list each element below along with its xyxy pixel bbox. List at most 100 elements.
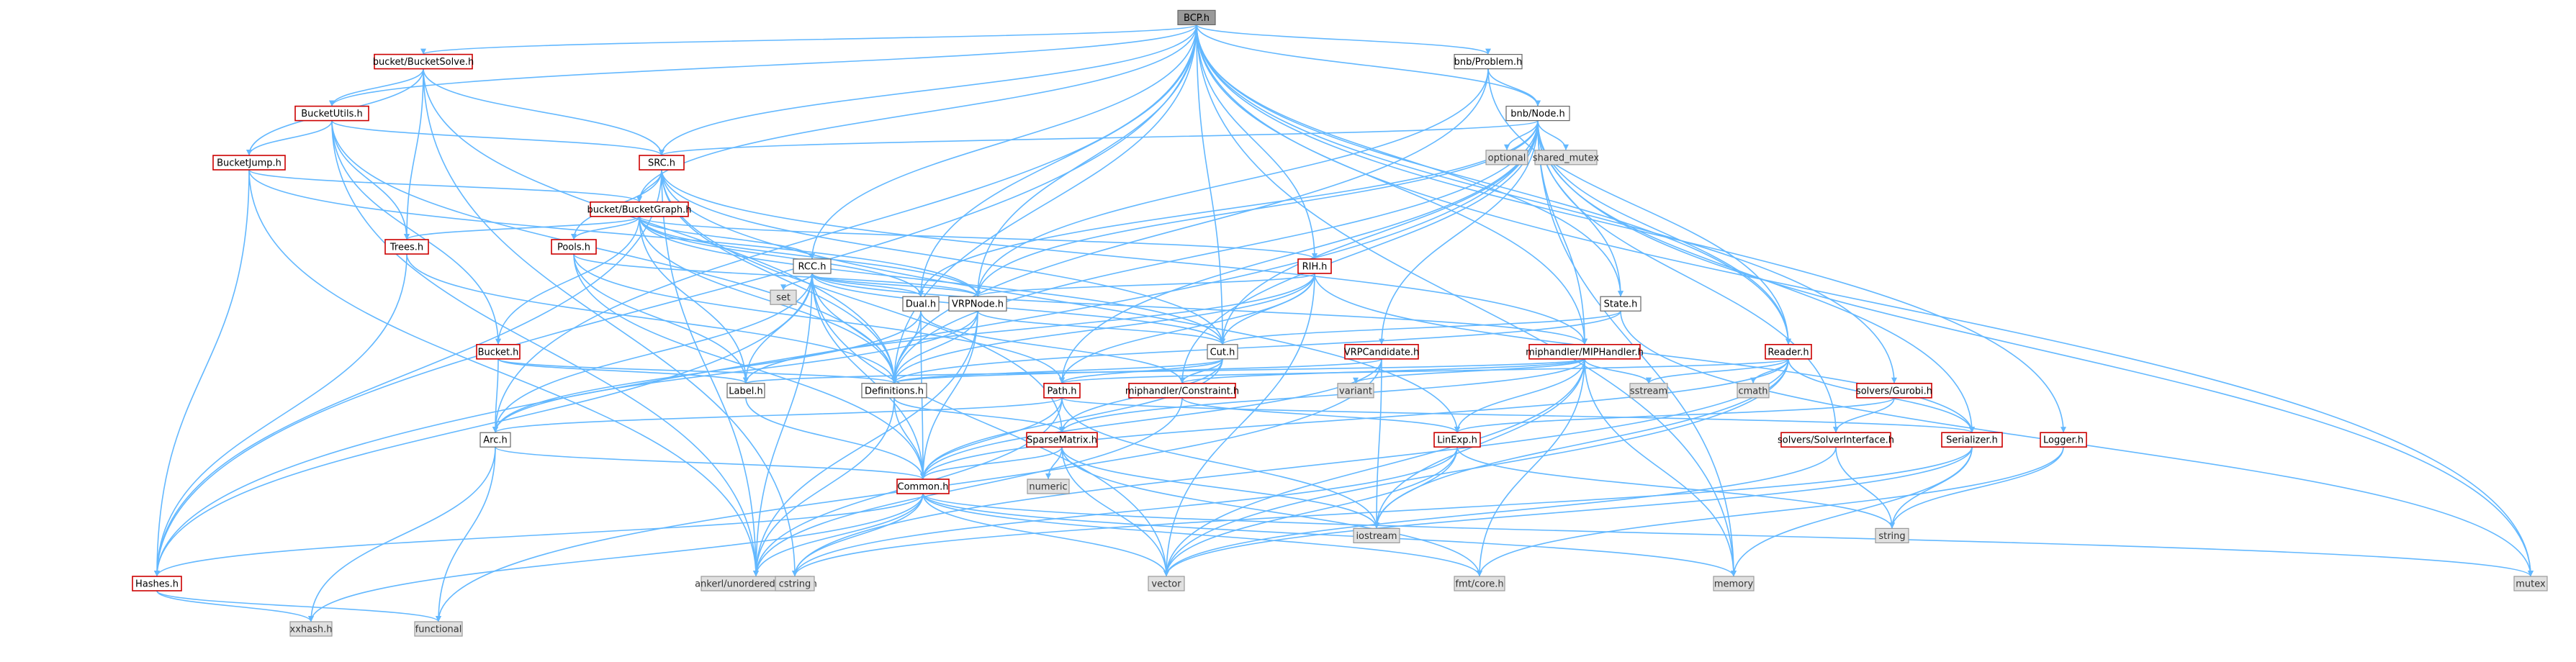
node-linexp[interactable]: LinExp.h: [1433, 432, 1481, 448]
edge-bucketgraph-to-vrpnode: [639, 216, 978, 297]
node-label-pools: Pools.h: [557, 242, 590, 253]
arrowhead-common-to-ankerl: [753, 571, 759, 576]
edge-bucketjump-to-bucketgraph: [248, 169, 640, 203]
node-trees[interactable]: Trees.h: [384, 239, 429, 255]
node-definitions[interactable]: Definitions.h: [861, 383, 927, 399]
node-label-fmtcore: fmt/core.h: [1455, 579, 1503, 590]
edge-miphandler-to-label: [745, 358, 1585, 384]
arrowhead-miphandler-to-label: [743, 377, 749, 384]
node-box-bnbproblem: [1454, 53, 1523, 70]
edge-bcp-to-bucketsolve: [423, 24, 1197, 55]
node-cmath: cmath: [1737, 383, 1770, 399]
edge-bcp-to-logger: [1196, 24, 2064, 433]
arrowhead-rcc-to-miphandler: [1582, 338, 1588, 345]
node-box-dual: [902, 296, 940, 312]
node-iostream: iostream: [1353, 527, 1400, 544]
node-label-constraint: miphandler/Constraint.h: [1125, 386, 1239, 396]
arrowhead-miphandler-to-constraint: [1179, 377, 1185, 384]
node-label-vector: vector: [1151, 579, 1181, 590]
node-gurobi[interactable]: solvers/Gurobi.h: [1856, 382, 1932, 399]
arrowhead-bnbnode-to-shared_mutex: [1563, 144, 1569, 150]
edge-bnbnode-to-mutex: [1537, 120, 2531, 577]
node-rcc[interactable]: RCC.h: [793, 258, 832, 274]
node-label-bnbproblem: bnb/Problem.h: [1454, 57, 1523, 68]
arrowhead-bcp-to-bucketsolve: [420, 48, 426, 55]
edge-cut-to-common: [922, 358, 1223, 480]
edge-bucketsolve-to-cstring: [423, 68, 796, 577]
node-vector: vector: [1148, 576, 1185, 591]
node-constraint[interactable]: miphandler/Constraint.h: [1125, 382, 1239, 399]
arrowhead-common-to-vector: [1163, 571, 1169, 576]
node-box-reader: [1765, 343, 1812, 360]
node-vrpnode[interactable]: VRPNode.h: [948, 296, 1007, 312]
node-cut[interactable]: Cut.h: [1207, 344, 1238, 360]
edge-logger-to-string: [1891, 447, 2064, 529]
node-rih[interactable]: RIH.h: [1297, 258, 1332, 274]
arrowhead-bcp-to-gurobi: [1891, 377, 1897, 384]
node-label[interactable]: Label.h: [726, 383, 765, 399]
edge-linexp-to-vector: [1166, 447, 1458, 577]
node-label-bucketutils: BucketUtils.h: [301, 109, 362, 119]
edge-bcp-to-arc: [495, 24, 1197, 433]
node-fmtcore: fmt/core.h: [1454, 576, 1505, 591]
node-common[interactable]: Common.h: [896, 479, 950, 494]
arrowhead-path-to-arc: [492, 427, 498, 433]
edge-reader-to-sstream: [1648, 358, 1789, 384]
node-solverinterface[interactable]: solvers/SolverInterface.h: [1778, 432, 1894, 448]
edge-miphandler-to-memory: [1584, 358, 1734, 577]
edge-path-to-arc: [495, 397, 1063, 433]
arrowhead-bucketutils-to-bucketjump: [246, 150, 252, 155]
node-pools[interactable]: Pools.h: [551, 239, 597, 255]
edge-src-to-hashes: [156, 169, 662, 577]
node-label-common: Common.h: [898, 482, 949, 493]
node-bucketutils[interactable]: BucketUtils.h: [294, 105, 369, 122]
node-hashes[interactable]: Hashes.h: [132, 576, 182, 591]
node-dual[interactable]: Dual.h: [902, 296, 940, 312]
edge-src-to-ankerl: [661, 169, 757, 577]
edge-common-to-fmtcore: [922, 493, 1480, 577]
edge-bucketjump-to-ankerl: [248, 169, 757, 577]
node-box-functional: [414, 621, 463, 637]
node-bucket[interactable]: Bucket.h: [476, 343, 521, 360]
edge-bcp-to-dual: [920, 24, 1197, 297]
node-arc[interactable]: Arc.h: [479, 432, 511, 448]
arrowhead-rih-to-vrpnode: [975, 291, 981, 297]
node-box-cstring: [775, 576, 815, 591]
edge-vrpnode-to-common: [922, 311, 978, 480]
node-reader[interactable]: Reader.h: [1765, 343, 1812, 360]
node-bnbnode[interactable]: bnb/Node.h: [1505, 106, 1570, 122]
node-label-sstream: sstream: [1630, 386, 1667, 396]
node-box-common: [896, 479, 950, 494]
edge-path-to-serializer: [1061, 397, 1973, 433]
node-label-numeric: numeric: [1029, 482, 1067, 493]
node-numeric: numeric: [1027, 479, 1070, 494]
edge-bcp-to-bnbnode: [1196, 24, 1539, 106]
node-bnbproblem[interactable]: bnb/Problem.h: [1454, 53, 1523, 70]
edge-bcp-to-vrpnode: [977, 24, 1197, 297]
edge-trees-to-hashes: [156, 253, 407, 577]
node-serializer[interactable]: Serializer.h: [1941, 432, 2003, 448]
edge-bucketgraph-to-rcc: [639, 216, 813, 260]
node-bucketgraph[interactable]: bucket/BucketGraph.h: [587, 201, 692, 217]
node-box-bcp: [1177, 9, 1216, 25]
node-bcp[interactable]: BCP.h: [1177, 9, 1216, 25]
node-logger[interactable]: Logger.h: [2040, 432, 2087, 448]
node-miphandler[interactable]: miphandler/MIPHandler.h: [1526, 343, 1644, 360]
edge-rcc-to-vector: [811, 273, 1167, 577]
edge-miphandler-to-linexp: [1456, 358, 1585, 433]
node-label-label: Label.h: [729, 386, 762, 396]
node-label-bucketsolve: bucket/BucketSolve.h: [373, 57, 474, 68]
node-src[interactable]: SRC.h: [639, 155, 685, 171]
edge-bucketsolve-to-definitions: [423, 68, 895, 384]
node-bucketjump[interactable]: BucketJump.h: [212, 155, 286, 171]
node-memory: memory: [1713, 576, 1755, 591]
node-vrpcandidate[interactable]: VRPCandidate.h: [1344, 343, 1420, 360]
node-box-fmtcore: [1454, 576, 1505, 591]
node-sparsematrix[interactable]: SparseMatrix.h: [1026, 432, 1098, 448]
edge-common-to-hashes: [156, 493, 924, 577]
node-bucketsolve[interactable]: bucket/BucketSolve.h: [373, 53, 474, 70]
node-state[interactable]: State.h: [1600, 296, 1641, 312]
node-path[interactable]: Path.h: [1043, 382, 1081, 399]
edge-bucket-to-definitions: [497, 358, 895, 384]
node-label-sparsematrix: SparseMatrix.h: [1027, 435, 1097, 446]
